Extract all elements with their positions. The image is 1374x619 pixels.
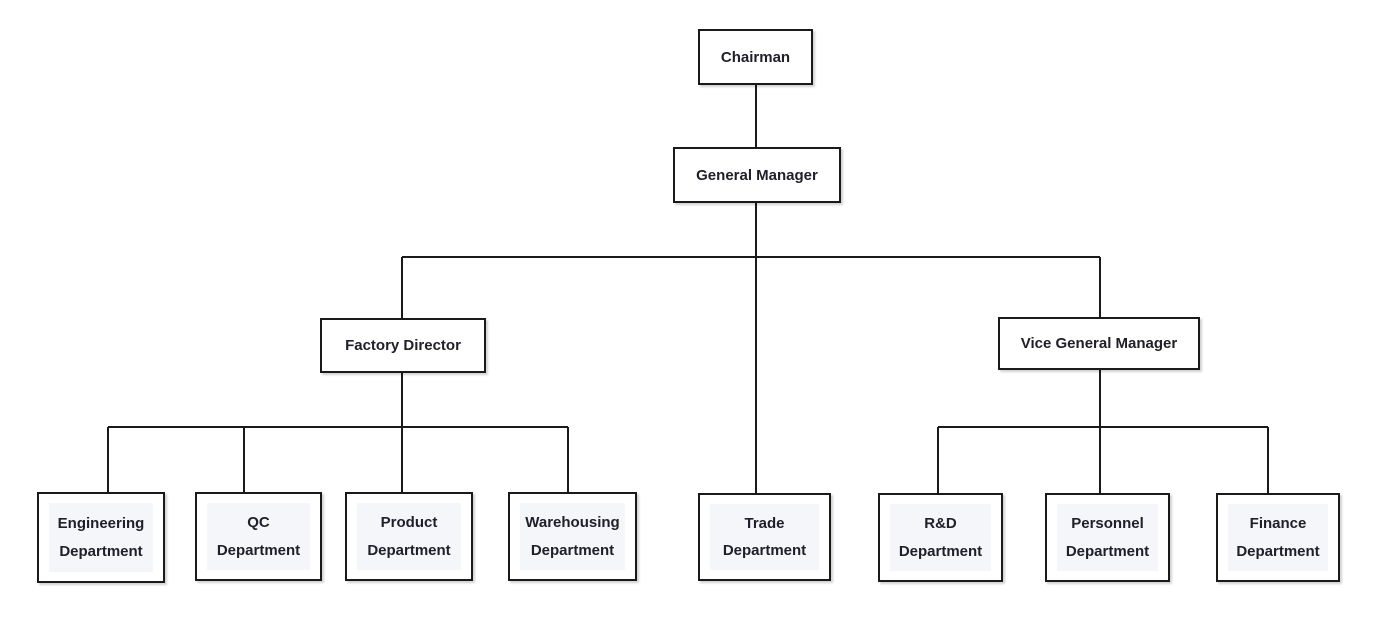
node-factory-director: Factory Director	[320, 318, 486, 373]
node-label-line1: Personnel	[1071, 515, 1144, 533]
node-label-line1: Trade	[744, 515, 785, 532]
node-rnd-department: R&D Department	[878, 493, 1003, 582]
node-chairman: Chairman	[698, 29, 813, 85]
node-finance-department: Finance Department	[1216, 493, 1340, 582]
node-text-panel: QC Department	[207, 503, 310, 570]
node-warehousing-department: Warehousing Department	[508, 492, 637, 581]
node-label-line2: Department	[530, 541, 615, 559]
node-label-line2: Department	[1065, 542, 1150, 560]
node-trade-department: Trade Department	[698, 493, 831, 581]
node-text-panel: Trade Department	[710, 504, 819, 570]
node-personnel-department: Personnel Department	[1045, 493, 1170, 582]
node-text-panel: Product Department	[357, 503, 461, 570]
node-text-panel: R&D Department	[890, 504, 991, 571]
node-label-line1: QC	[247, 514, 270, 532]
node-label-line2: Department	[216, 541, 301, 559]
node-label: General Manager	[696, 166, 818, 184]
node-text-panel: Finance Department	[1228, 504, 1328, 571]
node-text-panel: Warehousing Department	[520, 503, 625, 570]
node-label-line2: Department	[898, 542, 983, 560]
node-label: Vice General Manager	[1020, 335, 1178, 352]
node-label-line2: Department	[722, 542, 807, 559]
node-label: Factory Director	[345, 337, 461, 354]
node-text-panel: Personnel Department	[1057, 504, 1158, 571]
node-product-department: Product Department	[345, 492, 473, 581]
node-label: Chairman	[720, 48, 791, 66]
node-label-line1: Warehousing	[525, 514, 620, 532]
node-engineering-department: Engineering Department	[37, 492, 165, 583]
node-label-line1: Finance	[1249, 515, 1307, 533]
node-label-line1: R&D	[924, 515, 957, 533]
node-label-line1: Product	[380, 514, 438, 532]
node-label-line2: Department	[1236, 542, 1320, 560]
node-qc-department: QC Department	[195, 492, 322, 581]
node-label-line1: Engineering	[57, 515, 145, 532]
node-label-line2: Department	[59, 543, 143, 560]
node-label-line2: Department	[367, 541, 451, 559]
node-text-panel: Engineering Department	[49, 503, 153, 572]
node-general-manager: General Manager	[673, 147, 841, 203]
node-vice-general-manager: Vice General Manager	[998, 317, 1200, 370]
